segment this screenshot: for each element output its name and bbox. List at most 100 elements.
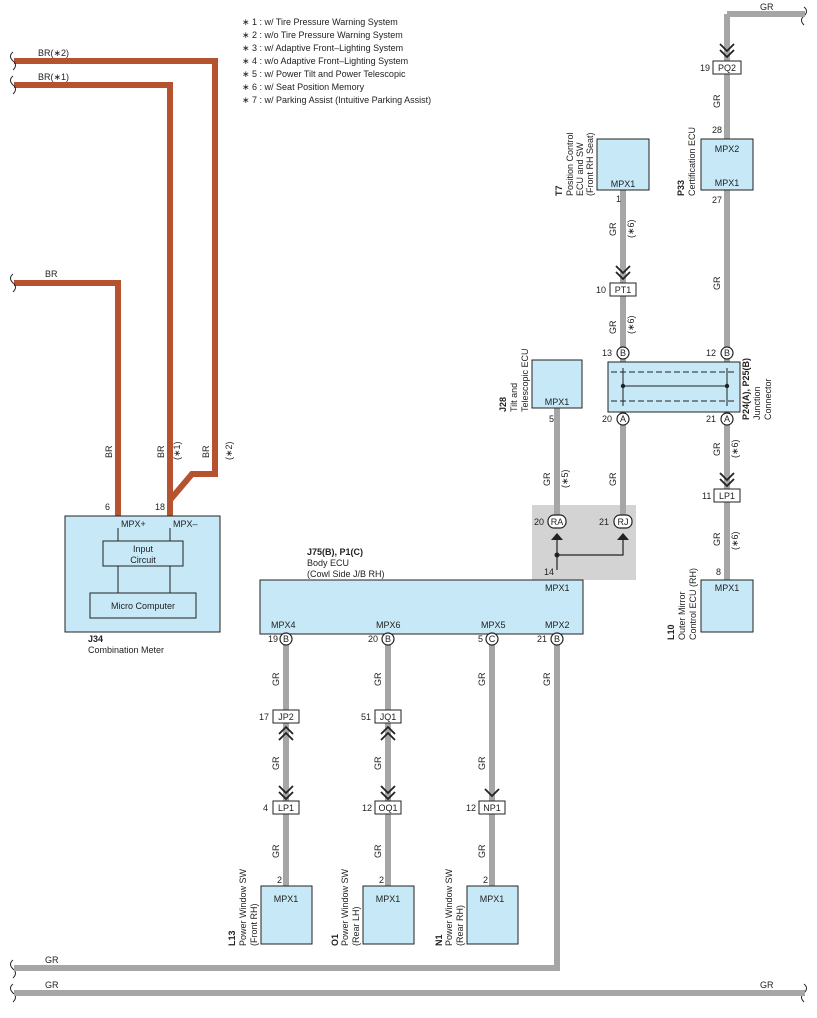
svg-text:21: 21 <box>537 634 547 644</box>
svg-text:Micro Computer: Micro Computer <box>111 601 175 611</box>
svg-text:MPX1: MPX1 <box>274 894 299 904</box>
svg-text:12: 12 <box>362 803 372 813</box>
svg-text:JQ1: JQ1 <box>380 712 397 722</box>
micro-computer-block <box>89 592 197 619</box>
svg-text:GR: GR <box>373 672 383 686</box>
svg-text:B: B <box>283 634 289 644</box>
svg-text:MPX1: MPX1 <box>611 179 636 189</box>
svg-text:Tilt and: Tilt and <box>509 383 519 412</box>
svg-text:B: B <box>385 634 391 644</box>
svg-text:Circuit: Circuit <box>130 555 156 565</box>
svg-text:B: B <box>724 348 730 358</box>
svg-text:GR: GR <box>760 980 774 990</box>
svg-text:(∗6): (∗6) <box>730 531 740 550</box>
br2-wire <box>14 58 218 516</box>
power-window-sw-rear-lh: MPX1 2 O1 Power Window SW (Rear LH) <box>330 868 415 946</box>
br1-wire <box>14 82 173 516</box>
svg-text:12: 12 <box>466 803 476 813</box>
svg-text:GR: GR <box>712 276 722 290</box>
svg-text:Junction: Junction <box>752 386 762 420</box>
svg-text:27: 27 <box>712 195 722 205</box>
note-6: ∗ 6 : w/ Seat Position Memory <box>242 82 365 92</box>
svg-text:(Rear RH): (Rear RH) <box>455 905 465 946</box>
br-vertical-label: BR <box>104 445 114 458</box>
svg-text:GR: GR <box>608 222 618 236</box>
svg-text:T7: T7 <box>554 185 564 196</box>
svg-text:14: 14 <box>544 567 554 577</box>
svg-text:(∗5): (∗5) <box>560 469 570 488</box>
svg-text:RJ: RJ <box>618 517 629 527</box>
svg-text:B: B <box>620 348 626 358</box>
note-2: ∗ 2 : w/o Tire Pressure Warning System <box>242 30 403 40</box>
svg-text:1: 1 <box>616 194 621 204</box>
svg-text:20: 20 <box>534 517 544 527</box>
svg-text:6: 6 <box>105 502 110 512</box>
svg-text:(∗6): (∗6) <box>626 315 636 334</box>
body-ecu-pin-terminals: 19 B 20 B 5 C 21 B <box>268 632 564 646</box>
svg-text:GR: GR <box>373 844 383 858</box>
svg-text:GR: GR <box>45 980 59 990</box>
note-4: ∗ 4 : w/o Adaptive Front–Lighting System <box>242 56 408 66</box>
svg-text:GR: GR <box>477 844 487 858</box>
svg-text:Telescopic ECU: Telescopic ECU <box>520 348 530 412</box>
combo-meter-code: J34 <box>88 634 103 644</box>
svg-text:A: A <box>724 414 730 424</box>
svg-text:19: 19 <box>700 63 710 73</box>
svg-text:L10: L10 <box>666 624 676 640</box>
svg-text:GR: GR <box>271 844 281 858</box>
svg-text:20: 20 <box>368 634 378 644</box>
svg-text:MPX1: MPX1 <box>480 894 505 904</box>
svg-text:NP1: NP1 <box>483 803 501 813</box>
svg-text:5: 5 <box>478 634 483 644</box>
br-wires <box>14 58 218 516</box>
br2-vertical-label: BR <box>201 445 211 458</box>
svg-text:Power Window SW: Power Window SW <box>444 868 454 946</box>
svg-text:PT1: PT1 <box>615 285 632 295</box>
svg-text:MPX1: MPX1 <box>715 178 740 188</box>
svg-text:8: 8 <box>716 567 721 577</box>
star1-label: (∗1) <box>172 441 182 460</box>
br-label: BR <box>45 269 58 279</box>
svg-text:MPX5: MPX5 <box>481 620 506 630</box>
svg-text:2: 2 <box>483 875 488 885</box>
combo-meter-name: Combination Meter <box>88 645 164 655</box>
svg-text:A: A <box>620 414 626 424</box>
svg-text:2: 2 <box>379 875 384 885</box>
svg-text:MPX1: MPX1 <box>376 894 401 904</box>
svg-text:4: 4 <box>263 803 268 813</box>
svg-text:J28: J28 <box>498 397 508 412</box>
svg-text:MPX1: MPX1 <box>545 397 570 407</box>
svg-text:B: B <box>554 634 560 644</box>
svg-text:GR: GR <box>542 672 552 686</box>
svg-text:GR: GR <box>477 756 487 770</box>
svg-text:17: 17 <box>259 712 269 722</box>
svg-text:PQ2: PQ2 <box>718 63 736 73</box>
svg-text:O1: O1 <box>330 934 340 946</box>
svg-text:10: 10 <box>596 285 606 295</box>
svg-text:GR: GR <box>608 472 618 486</box>
svg-text:(Front RH Seat): (Front RH Seat) <box>585 132 595 196</box>
svg-text:Control ECU (RH): Control ECU (RH) <box>688 568 698 640</box>
svg-text:N1: N1 <box>434 934 444 946</box>
svg-text:MPX–: MPX– <box>173 519 198 529</box>
svg-text:Body ECU: Body ECU <box>307 558 349 568</box>
svg-text:28: 28 <box>712 125 722 135</box>
svg-text:LP1: LP1 <box>719 491 735 501</box>
svg-text:Connector: Connector <box>763 378 773 420</box>
svg-text:13: 13 <box>602 348 612 358</box>
note-7: ∗ 7 : w/ Parking Assist (Intuitive Parki… <box>242 95 431 105</box>
outer-mirror-ecu: MPX1 8 L10 Outer Mirror Control ECU (RH) <box>666 567 754 640</box>
splice-dot <box>554 552 560 558</box>
svg-text:GR: GR <box>542 472 552 486</box>
svg-text:Outer Mirror: Outer Mirror <box>677 591 687 640</box>
svg-text:GR: GR <box>477 672 487 686</box>
svg-text:GR: GR <box>712 94 722 108</box>
svg-text:Position Control: Position Control <box>565 132 575 196</box>
svg-text:(∗6): (∗6) <box>626 219 636 238</box>
svg-text:MPX2: MPX2 <box>715 144 740 154</box>
junction-connector: 13 B 12 B 20 A 21 A P24(A), P25(B) Junct… <box>602 346 773 426</box>
svg-text:JP2: JP2 <box>278 712 294 722</box>
svg-text:(Rear LH): (Rear LH) <box>351 906 361 946</box>
svg-text:Input: Input <box>133 544 154 554</box>
